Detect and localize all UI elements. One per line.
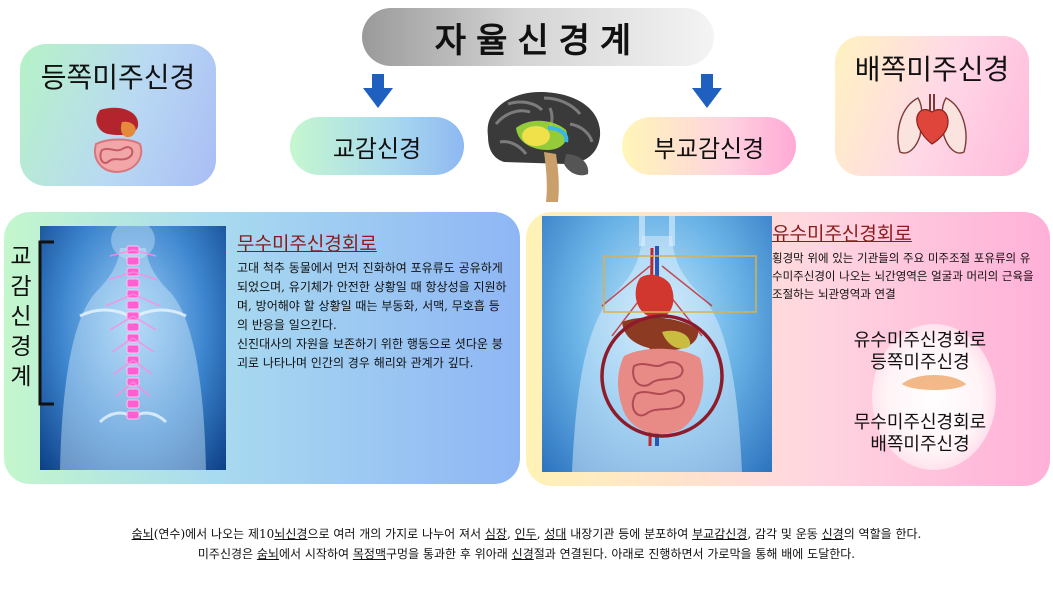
pair1-line2: 등쪽미주신경 (870, 352, 970, 373)
dorsal-vagal-label: 등쪽미주신경 (40, 61, 196, 94)
bracket-shape (38, 240, 54, 406)
pair2-line2: 배쪽미주신경 (870, 434, 970, 455)
footer-text: 절과 연결된다. 아래로 진행하면서 가로막을 통해 배에 도달한다. (533, 547, 856, 561)
vertical-char: 계 (10, 364, 32, 390)
footer-text: 미주신경은 (197, 547, 257, 561)
diaphragm-icon (902, 375, 966, 390)
link-medulla-2[interactable]: 숨뇌 (256, 547, 279, 561)
unmyelinated-description: 고대 척추 동물에서 먼저 진화하여 포유류도 공유하게 되었으며, 유기체가 … (237, 259, 509, 373)
vertical-char: 감 (10, 274, 32, 300)
unmyelinated-paragraph-1: 고대 척추 동물에서 먼저 진화하여 포유류도 공유하게 되었으며, 유기체가 … (237, 261, 507, 332)
footer-text: 에서 시작하여 (278, 547, 353, 561)
unmyelinated-paragraph-2: 신진대사의 자원을 보존하기 위한 행동으로 셧다운 붕괴로 나타나며 인간의 … (237, 337, 503, 370)
unmyelinated-heading: 무수미주신경회로 (237, 233, 377, 255)
diagram-title: 자율신경계 (434, 20, 642, 61)
footer-text: 내장기관 등에 분포하여 (566, 527, 693, 541)
link-heart[interactable]: 심장 (484, 527, 507, 541)
parasympathetic-label: 부교감신경 (653, 134, 765, 163)
dorsal-vagal-box: 등쪽미주신경 (20, 44, 216, 186)
torso-organs-icon (572, 216, 757, 472)
vertical-char: 신 (10, 304, 32, 330)
sympathetic-label: 교감신경 (332, 134, 422, 163)
arrow-down-left-icon (363, 74, 393, 108)
organs-illustration (542, 216, 772, 472)
footer-text: , (506, 527, 515, 541)
pair2-line1: 무수미주신경회로 (853, 412, 987, 433)
brain-icon (487, 92, 601, 202)
vertical-char: 경 (10, 334, 32, 360)
footer-text: 구멍을 통과한 후 위아래 (385, 547, 512, 561)
unmyelinated-ventral-pair: 무수미주신경회로 배쪽미주신경 (822, 412, 1018, 456)
spine-icon (60, 226, 206, 470)
link-pharynx[interactable]: 인두 (514, 527, 537, 541)
title-banner: 자율신경계 (362, 8, 714, 66)
parasympathetic-pill: 부교감신경 (622, 117, 796, 175)
link-nerve-2[interactable]: 신경 (511, 547, 534, 561)
footer-text: 의 역할을 한다. (843, 527, 922, 541)
autonomic-vertical-label: 교 감 신 경 계 (8, 242, 34, 392)
pair1-line1: 유수미주신경회로 (853, 330, 987, 351)
heart-lungs-icon (897, 94, 967, 154)
sympathetic-pill: 교감신경 (290, 117, 464, 175)
diaphragm-glow (872, 324, 996, 470)
footer-text: 으로 여러 개의 가지로 나누어 져서 (307, 527, 485, 541)
link-cranial-nerve[interactable]: 뇌신경 (274, 527, 308, 541)
arrow-down-right-icon (692, 74, 722, 108)
footer-text: , 감각 및 운동 (747, 527, 822, 541)
myelinated-dorsal-pair: 유수미주신경회로 등쪽미주신경 (822, 330, 1018, 374)
footer-note: 숨뇌(연수)에서 나오는 제10뇌신경으로 여러 개의 가지로 나누어 져서 심… (0, 524, 1053, 564)
link-nerve[interactable]: 신경 (821, 527, 844, 541)
link-jugular[interactable]: 목정맥 (352, 547, 386, 561)
myelinated-description: 횡경막 위에 있는 기관들의 주요 미주조절 포유류의 유수미주신경이 나오는 … (772, 251, 1034, 301)
footer-line-1: 숨뇌(연수)에서 나오는 제10뇌신경으로 여러 개의 가지로 나누어 져서 심… (0, 524, 1053, 544)
link-vocal-cords[interactable]: 성대 (544, 527, 567, 541)
link-medulla[interactable]: 숨뇌 (131, 527, 154, 541)
link-parasympathetic[interactable]: 부교감신경 (692, 527, 748, 541)
myelinated-heading: 유수미주신경회로 (772, 223, 912, 245)
vertical-char: 교 (10, 244, 32, 270)
digestive-organs-icon (94, 107, 143, 174)
ventral-vagal-label: 배쪽미주신경 (854, 53, 1010, 86)
footer-line-2: 미주신경은 숨뇌에서 시작하여 목정맥구멍을 통과한 후 위아래 신경절과 연결… (0, 544, 1053, 564)
ventral-vagal-box: 배쪽미주신경 (835, 36, 1029, 176)
spine-illustration (40, 226, 226, 470)
footer-text: (연수)에서 나오는 제10 (153, 527, 275, 541)
footer-text: , (536, 527, 545, 541)
